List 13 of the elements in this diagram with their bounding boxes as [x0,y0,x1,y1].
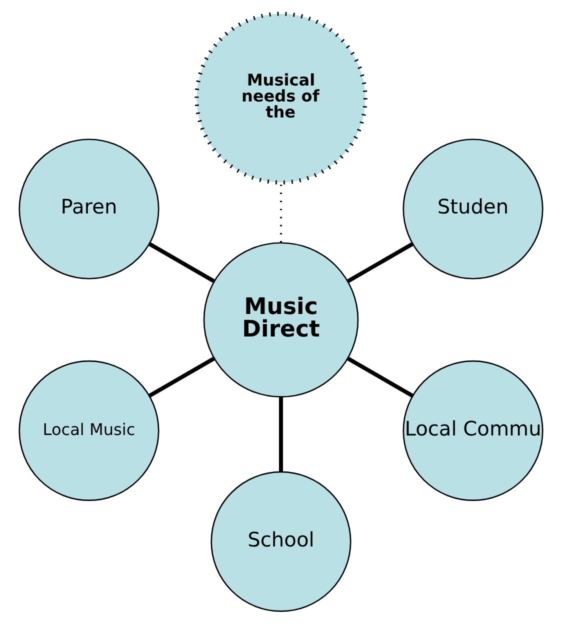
node-circle: Music Direct [203,242,359,398]
connector [148,356,215,398]
connector [278,397,283,472]
node-circle: Studen [402,138,544,280]
connector [347,242,414,283]
node-circle: School [210,471,352,612]
node-circle: Musical needs of the [194,12,368,184]
node-circle: Paren [18,138,160,280]
connector [280,182,282,242]
connector [148,242,215,283]
node-circle: Local Music [18,360,160,502]
node-circle: Local Commu [402,360,544,502]
connector [347,356,414,398]
